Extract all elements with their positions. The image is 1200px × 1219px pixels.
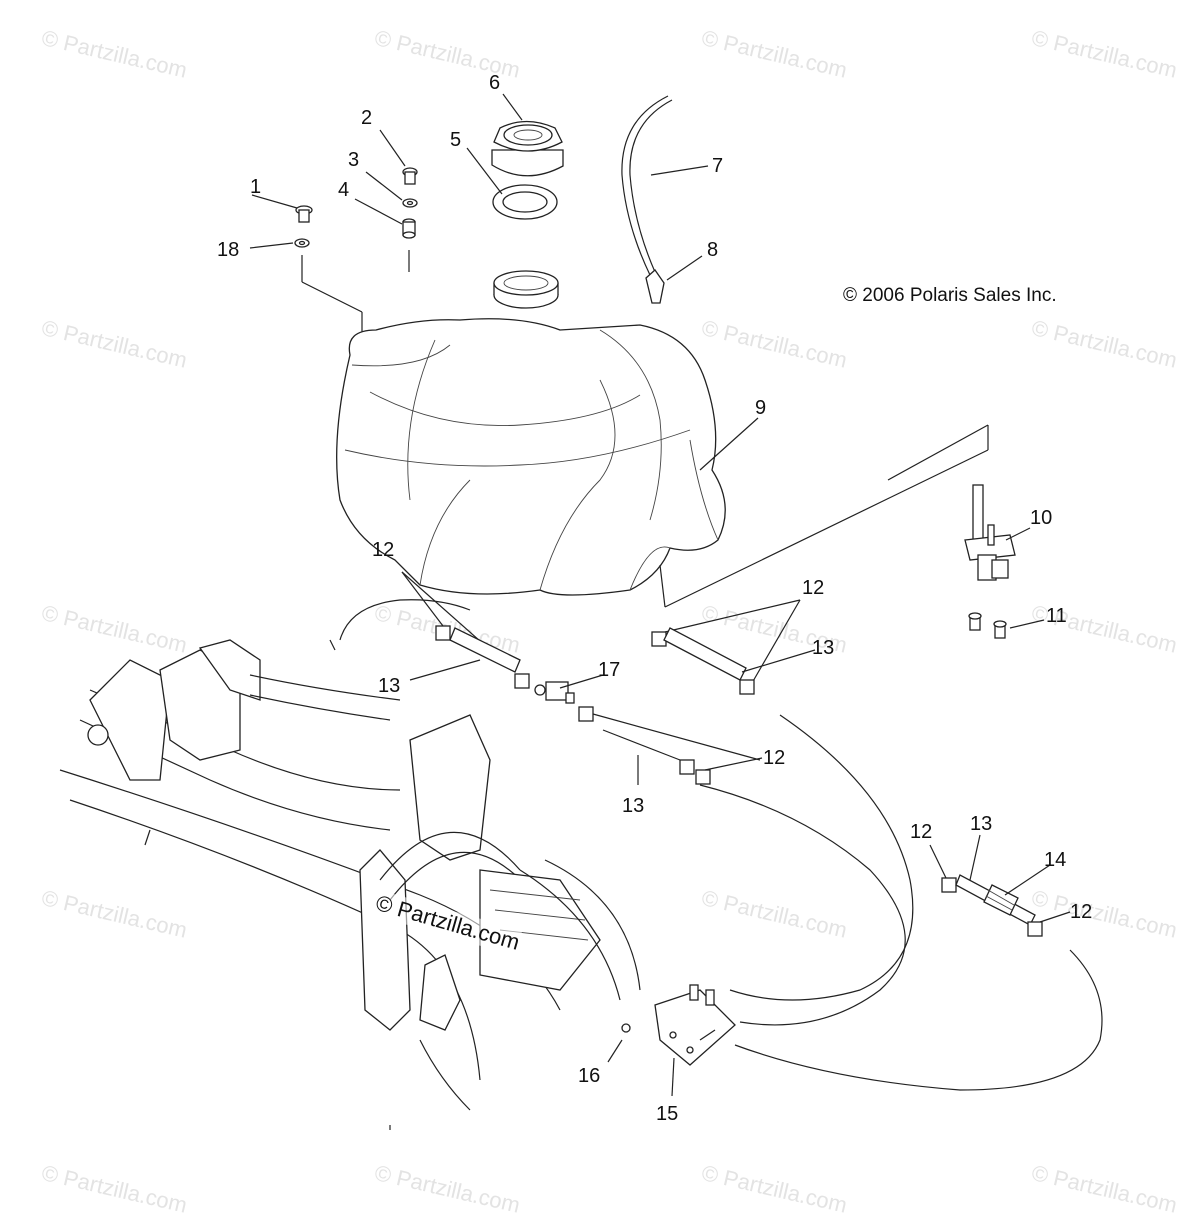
callout-3: 3 (348, 149, 359, 171)
frame-assembly (59, 639, 641, 1130)
callout-1: 1 (250, 176, 261, 198)
callout-15: 15 (656, 1103, 678, 1125)
callout-12: 12 (802, 577, 824, 599)
washer-part-18 (249, 238, 363, 332)
callout-11: 11 (1046, 605, 1067, 627)
filter-group (734, 834, 1103, 1091)
callout-8: 8 (707, 239, 718, 261)
callout-13: 13 (622, 795, 644, 817)
callout-5: 5 (450, 129, 461, 151)
callout-10: 10 (1030, 507, 1052, 529)
callout-18: 18 (217, 239, 239, 261)
callout-16: 16 (578, 1065, 600, 1087)
callout-13: 13 (970, 813, 992, 835)
vent-hose-part-7 (621, 95, 709, 276)
callout-7: 7 (712, 155, 723, 177)
hose-assembly-left (339, 571, 906, 1026)
callout-13: 13 (378, 675, 400, 697)
callout-9: 9 (755, 397, 766, 419)
callout-4: 4 (338, 179, 349, 201)
callout-14: 14 (1044, 849, 1066, 871)
hose-assembly-right (651, 599, 914, 1001)
copyright-notice: © 2006 Polaris Sales Inc. (843, 285, 1057, 306)
nut-part-16 (607, 1023, 631, 1063)
valve-part-10 (887, 424, 1031, 581)
callout-12: 12 (910, 821, 932, 843)
callout-2: 2 (361, 107, 372, 129)
callout-17: 17 (598, 659, 620, 681)
fuel-pump-part-15 (654, 984, 736, 1097)
bolt-part-11 (968, 612, 1045, 639)
screw-part-1 (251, 194, 313, 223)
callout-12: 12 (1070, 901, 1092, 923)
screw-part-2 (379, 129, 418, 185)
callout-labels: 1 2 3 4 5 6 7 8 9 10 11 12 12 12 12 12 1… (217, 72, 1092, 1125)
spacer-part-4 (354, 198, 416, 272)
callout-6: 6 (489, 72, 500, 94)
callout-12: 12 (372, 539, 394, 561)
washer-part-3 (365, 171, 418, 208)
gasket-part-5 (466, 147, 558, 220)
callout-13: 13 (812, 637, 834, 659)
callout-12: 12 (763, 747, 785, 769)
tank-outlet-leader (659, 449, 989, 608)
fuel-tank-part-9 (336, 270, 759, 596)
fuel-cap-part-6 (491, 93, 564, 177)
vent-fitting-part-8 (645, 255, 703, 304)
